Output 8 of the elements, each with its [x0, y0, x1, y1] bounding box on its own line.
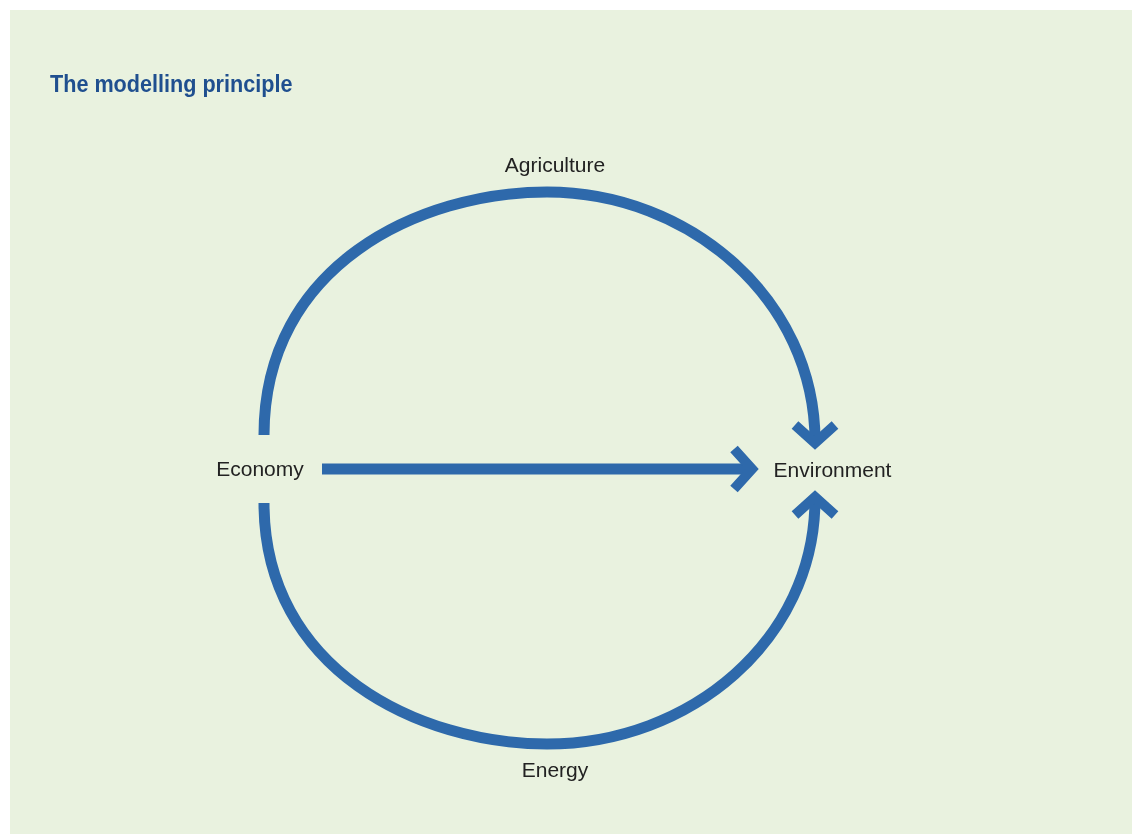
diagram-title: The modelling principle: [50, 70, 293, 98]
arrow: [322, 444, 757, 494]
edge-label: Agriculture: [503, 153, 607, 177]
arrow: [258, 492, 839, 750]
node-label: Environment: [773, 458, 892, 482]
node-label: Economy: [216, 457, 304, 481]
arrow: [258, 186, 839, 448]
edge-label: Energy: [520, 758, 590, 782]
